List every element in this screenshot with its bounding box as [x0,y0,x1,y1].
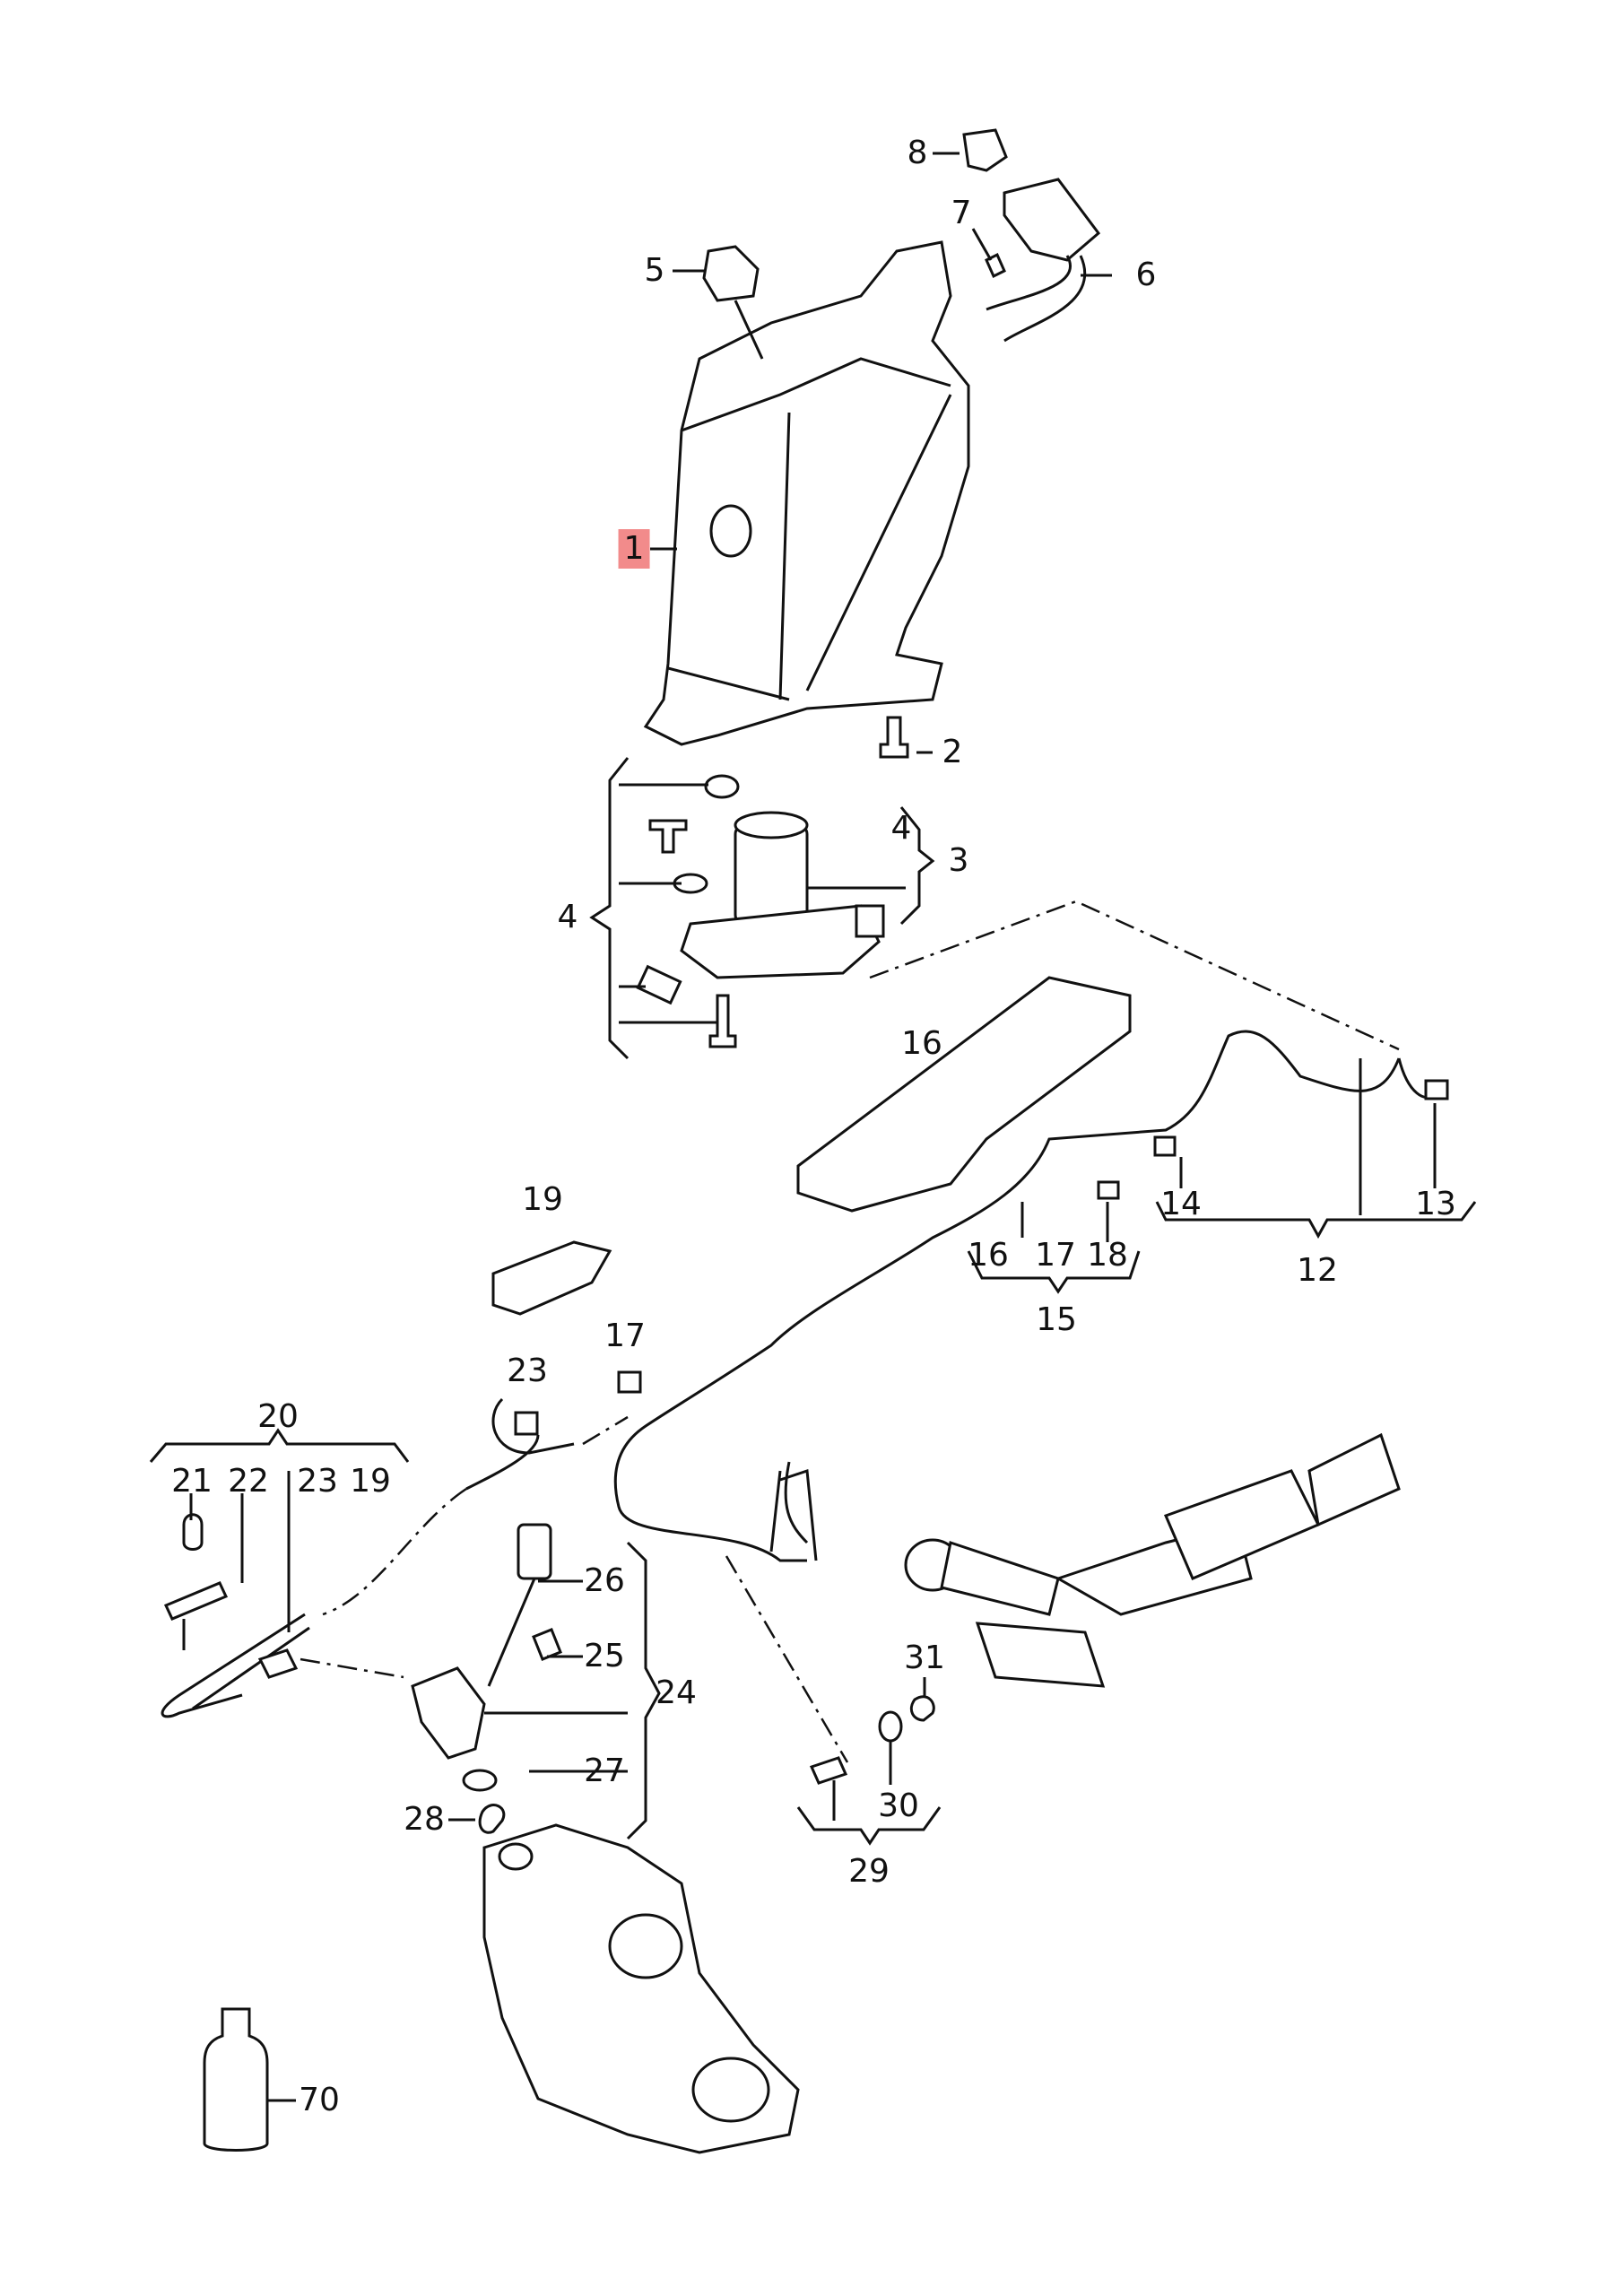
catalytic-converter [482,1823,800,2154]
clamp-part-28 [478,1804,506,1834]
callout-27: 27 [584,1752,625,1789]
sensor-part-23 [514,1411,539,1436]
seal-part-27 [462,1769,498,1792]
callout-3: 3 [948,842,969,879]
callout-70: 70 [299,2082,340,2118]
callout-4-left: 4 [557,899,578,935]
callout-6: 6 [1135,257,1157,293]
connector-part-26 [517,1523,552,1580]
callout-15: 15 [1036,1301,1077,1338]
callout-16: 16 [968,1237,1009,1274]
callout-21: 21 [171,1463,213,1500]
callout-19: 19 [350,1463,391,1500]
connector-part-13 [1424,1079,1449,1100]
callout-23: 23 [297,1463,338,1500]
clamp-part-21 [182,1513,204,1551]
bottle-part-70 [203,2007,296,2152]
callout-14: 14 [1160,1186,1202,1222]
sensor-part-29 [809,1756,848,1785]
callout-26: 26 [584,1562,625,1599]
reductant-tank [643,240,970,746]
callout-23-sensor: 23 [507,1352,548,1389]
sleeve-part-22 [163,1581,229,1621]
callout-4-right: 4 [890,810,912,847]
callout-7: 7 [951,195,972,231]
callout-13: 13 [1415,1186,1456,1222]
control-unit-19 [491,1240,612,1316]
seal-part-30 [878,1710,903,1743]
callout-8: 8 [907,135,928,171]
callout-17: 17 [1035,1237,1076,1274]
callout-17-connector: 17 [604,1318,646,1354]
callout-19-unit: 19 [522,1181,563,1218]
callout-1: 1 [618,529,650,569]
callout-12: 12 [1297,1252,1338,1289]
line-part-20 [161,1613,310,1718]
bracket-part-16 [796,976,1132,1213]
cap-part-5 [702,245,760,302]
connector-part-17 [617,1370,642,1394]
callout-30: 30 [878,1787,919,1824]
callout-18: 18 [1087,1237,1128,1274]
callout-22: 22 [228,1463,269,1500]
callout-29: 29 [848,1853,890,1890]
callout-2: 2 [942,734,963,770]
clip-part-25 [532,1628,562,1661]
heater-part-6 [1003,178,1101,262]
callout-5: 5 [644,252,665,289]
callout-16-bracket: 16 [901,1025,942,1062]
cap-part-8 [962,128,1008,172]
pump-module [636,774,885,1048]
injector-part-24 [411,1666,486,1760]
connector-part-14 [1153,1135,1177,1157]
connector-part-18 [1097,1180,1120,1200]
callout-20: 20 [257,1398,299,1435]
wiring-harness [613,1030,1401,1562]
exhaust-pipe [904,1432,1401,1688]
callout-25: 25 [584,1638,625,1674]
clamp-part-31 [909,1695,935,1722]
callout-28: 28 [404,1801,445,1838]
bolt-part-2 [879,716,909,759]
callout-24: 24 [656,1674,697,1711]
callout-31: 31 [904,1639,945,1676]
